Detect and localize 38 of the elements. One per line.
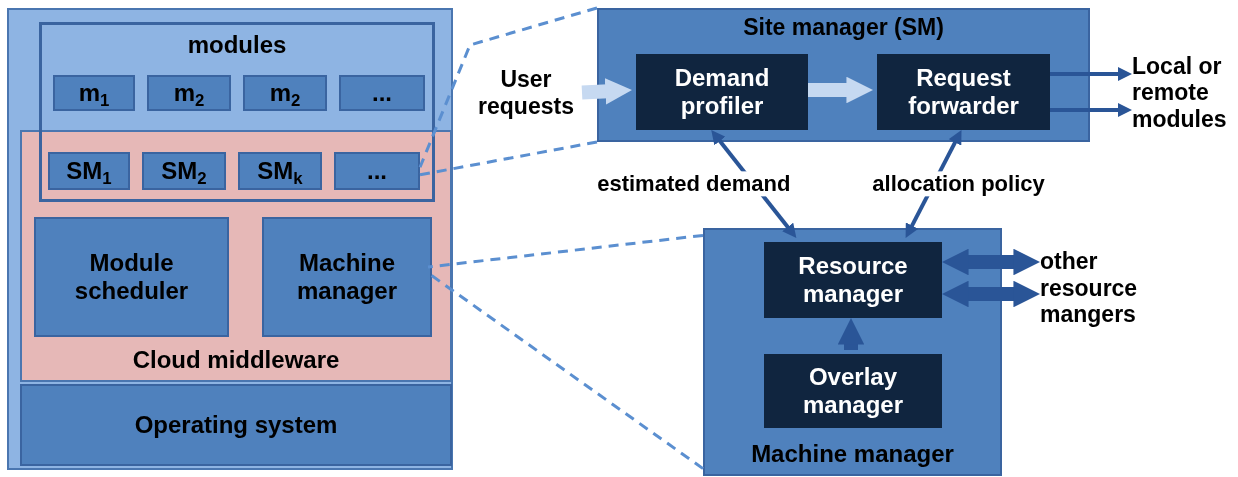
module-box: m$_{2}$ bbox=[147, 75, 231, 111]
block-arrow bbox=[581, 78, 632, 105]
block-arrow bbox=[808, 76, 873, 104]
block-arrow bbox=[837, 318, 865, 350]
module-box: ... bbox=[339, 75, 425, 111]
process-box: Request forwarder bbox=[875, 52, 1052, 132]
dashed-connector bbox=[419, 140, 598, 177]
component-box: Machine manager bbox=[262, 217, 432, 337]
dashed-connector bbox=[418, 6, 598, 168]
frame-title: modules bbox=[187, 30, 287, 59]
input-label: User requests bbox=[470, 55, 582, 130]
output-label: Local or remote modules bbox=[1132, 35, 1236, 150]
component-box: Module scheduler bbox=[34, 217, 229, 337]
panel-title: Machine manager bbox=[751, 440, 954, 470]
site-manager-panel bbox=[597, 8, 1090, 142]
arrow bbox=[1050, 67, 1132, 81]
modules-frame bbox=[39, 22, 435, 202]
dashed-connector bbox=[427, 233, 704, 269]
block-arrow bbox=[942, 248, 1040, 276]
panel-title: Site manager (SM) bbox=[743, 13, 944, 41]
machine-manager-panel bbox=[703, 228, 1002, 476]
module-box: m$_{2}$ bbox=[243, 75, 327, 111]
block-arrow bbox=[942, 280, 1040, 308]
os-layer: Operating system bbox=[20, 384, 452, 466]
peer-label: other resource mangers bbox=[1040, 228, 1180, 348]
module-box: m$_{1}$ bbox=[53, 75, 135, 111]
site-manager-box: SM$_{k}$ bbox=[238, 152, 322, 190]
site-manager-box: ... bbox=[334, 152, 420, 190]
stack-panel bbox=[7, 8, 453, 470]
edge-label: estimated demand bbox=[597, 171, 791, 197]
process-box: Overlay manager bbox=[762, 352, 944, 430]
arrow bbox=[1050, 103, 1132, 117]
edge-label: allocation policy bbox=[872, 171, 1045, 197]
panel-title: Cloud middleware bbox=[132, 346, 340, 376]
process-box: Resource manager bbox=[762, 240, 944, 320]
site-manager-box: SM$_{2}$ bbox=[142, 152, 226, 190]
process-box: Demand profiler bbox=[634, 52, 810, 132]
site-manager-box: SM$_{1}$ bbox=[48, 152, 130, 190]
